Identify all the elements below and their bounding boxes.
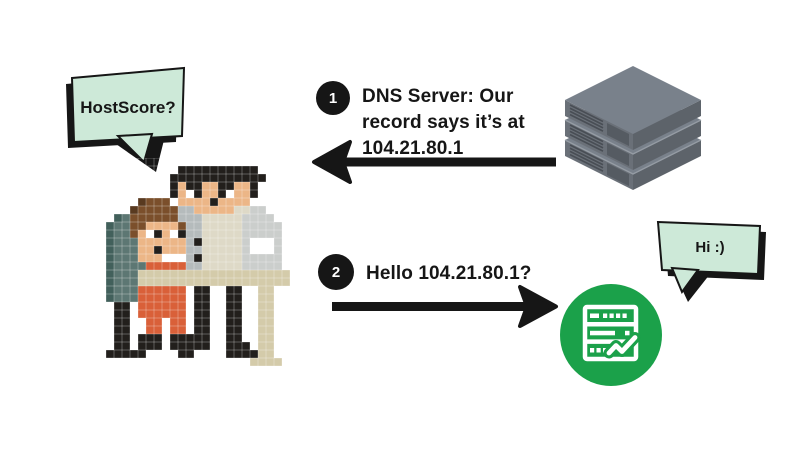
hostscore-server-icon: [560, 284, 662, 386]
step-2-line-1: Hello 104.21.80.1?: [366, 263, 532, 284]
arrow-right-icon: [332, 285, 558, 328]
server-stack-icon: [564, 66, 702, 190]
pixel-art-users-at-computer: [97, 157, 307, 367]
bubble-tail: [670, 266, 700, 295]
speech-bubble-query: [66, 66, 186, 172]
bubble-body: [70, 66, 186, 144]
bubble-body: [656, 220, 762, 276]
step-1-line-3: 104.21.80.1: [362, 138, 464, 159]
query-bubble-text: HostScore?: [80, 98, 176, 117]
server-unit-1: [565, 66, 701, 150]
reply-bubble-text: Hi :): [695, 239, 725, 256]
step-1-line-2: record says it’s at: [362, 112, 525, 133]
bubble-tail: [115, 132, 154, 164]
step-1-text: DNS Server: Our record says it’s at 104.…: [362, 84, 572, 162]
step-2-badge: 2: [318, 254, 354, 290]
arrow-left-icon: [312, 140, 556, 184]
step-1-badge: 1: [316, 81, 350, 115]
pulse-line-icon: [606, 335, 638, 356]
step-1-line-1: DNS Server: Our: [362, 86, 514, 107]
step-2-text: Hello 104.21.80.1?: [366, 261, 586, 287]
speech-bubble-reply: [656, 220, 766, 302]
